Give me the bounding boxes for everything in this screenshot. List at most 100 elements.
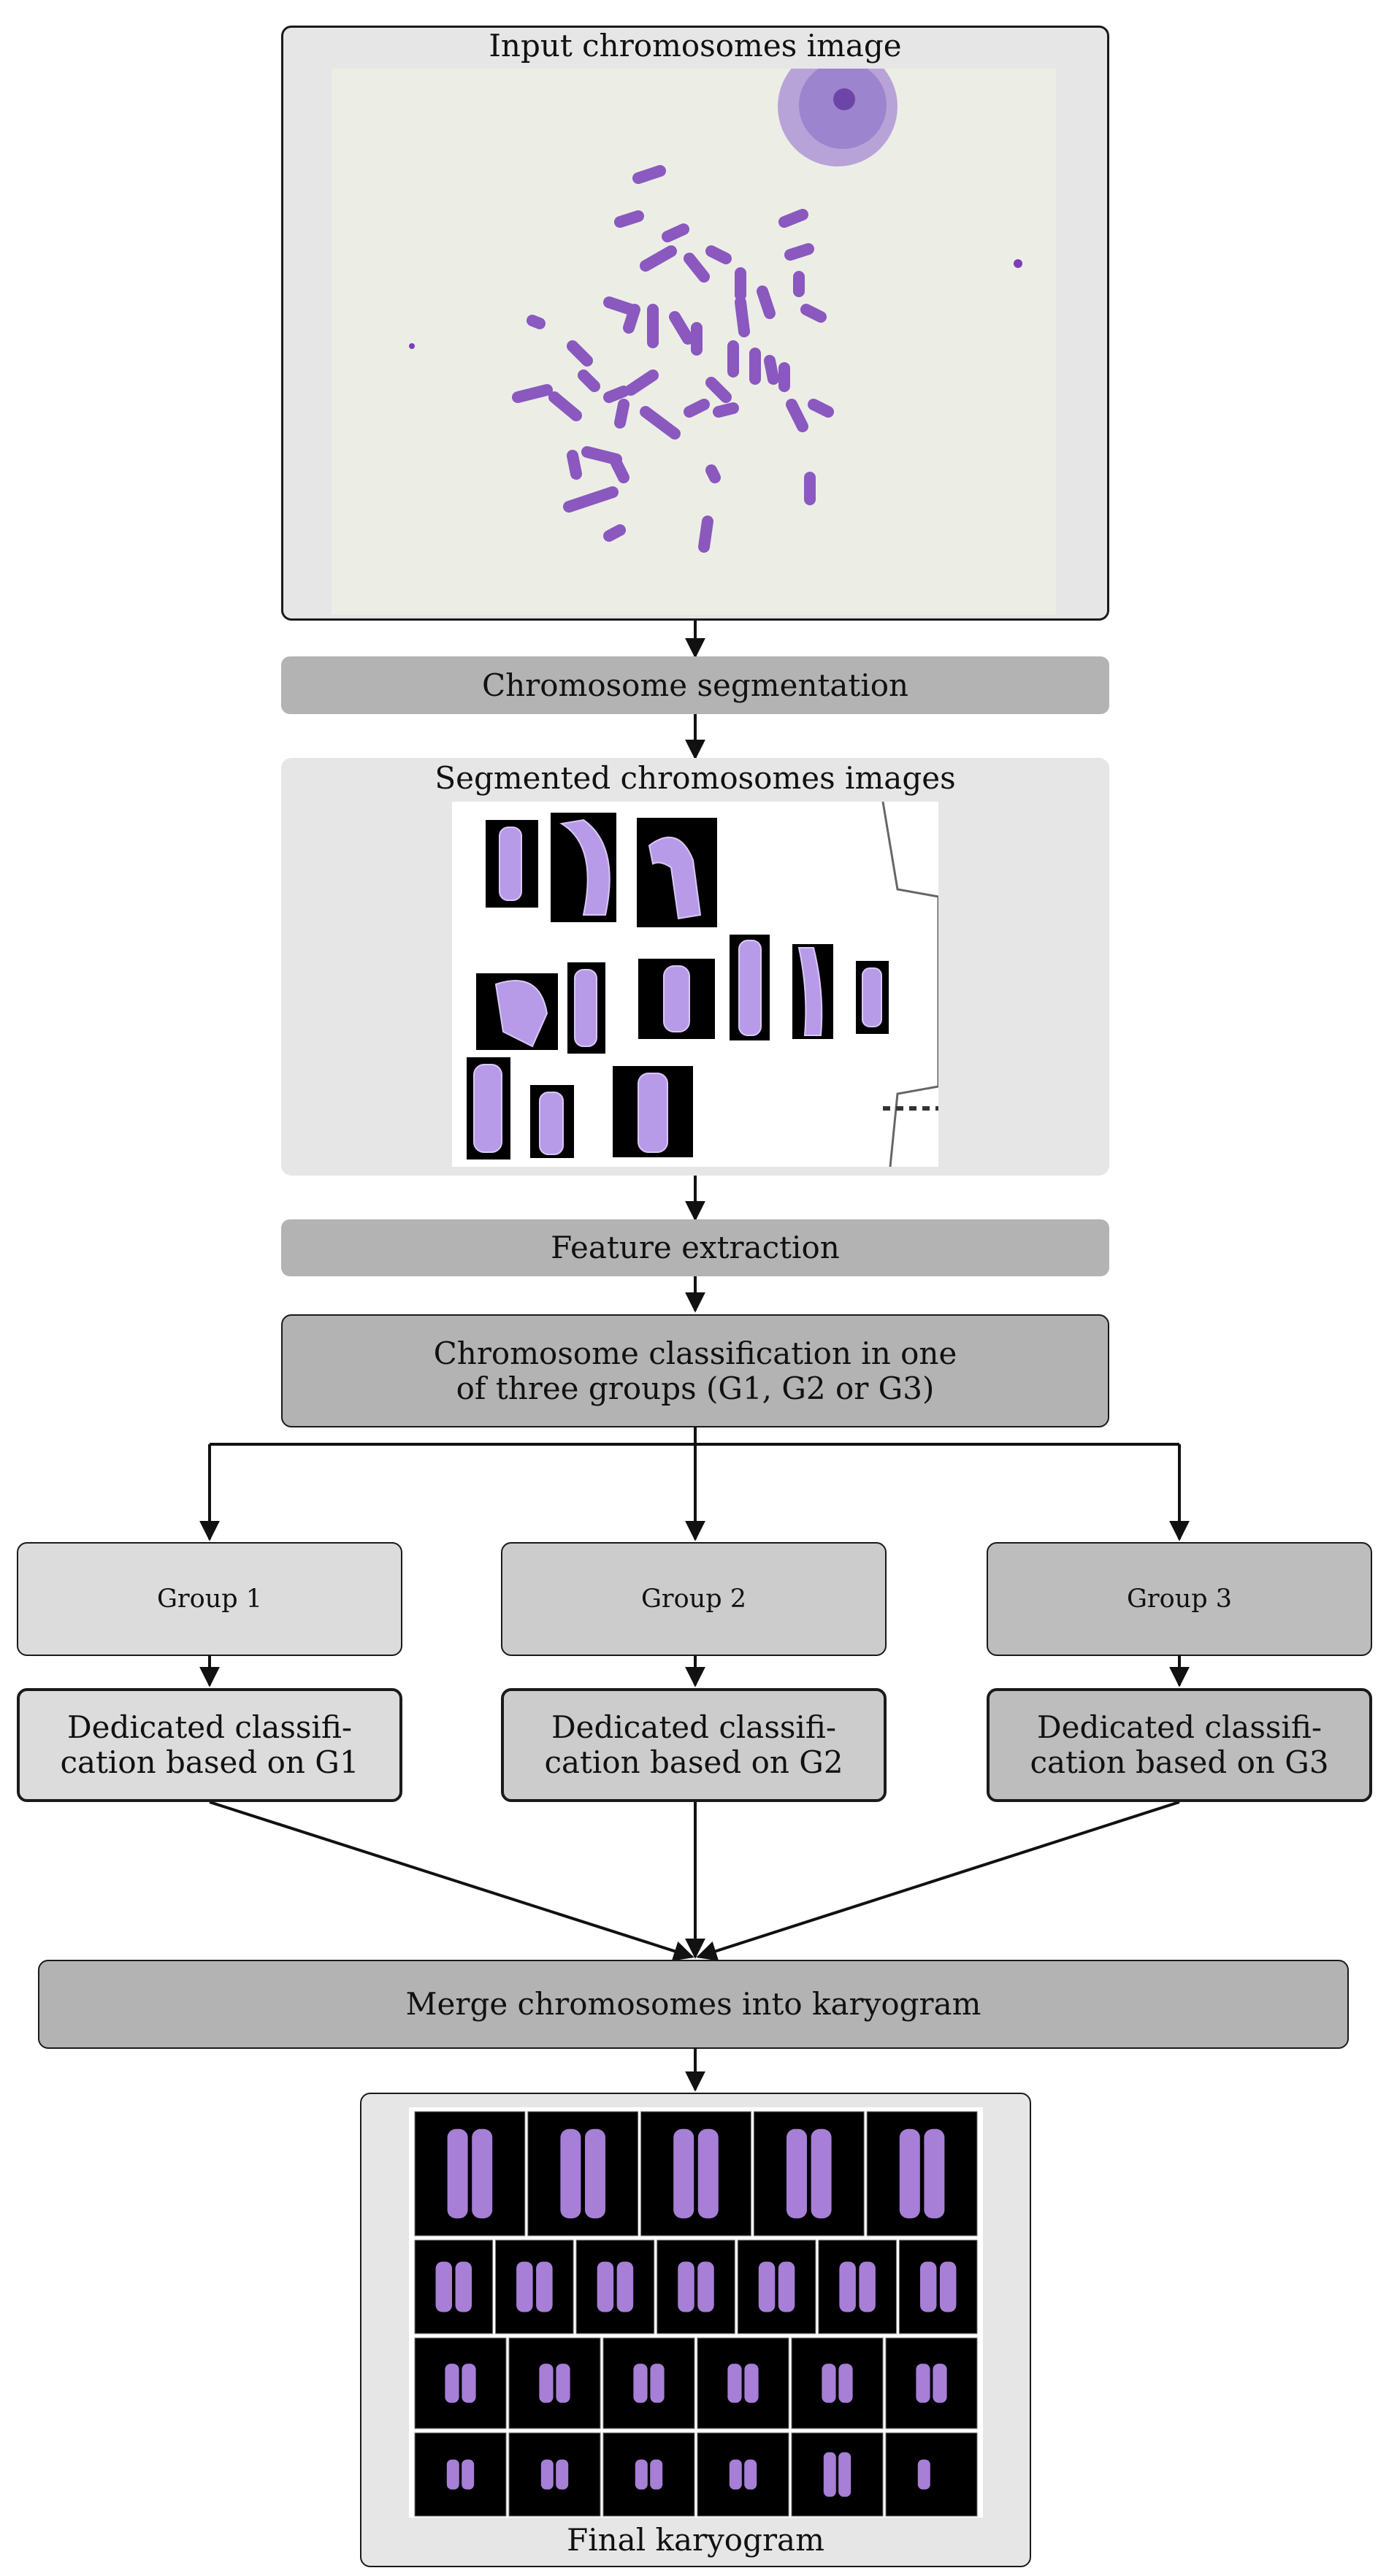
segmented-images-panel: Segmented chromosomes images: [281, 758, 1109, 1176]
karyogram-chromosome: [635, 2459, 648, 2490]
classification-label-line2: of three groups (G1, G2 or G3): [456, 1370, 935, 1406]
karyogram-chromosome: [462, 2459, 475, 2490]
group-3-box: Group 3: [987, 1542, 1372, 1656]
dedicated-g3-line1: Dedicated classifi-: [1036, 1709, 1323, 1745]
karyogram-chromosome: [536, 2261, 553, 2312]
segmentation-step: Chromosome segmentation: [281, 656, 1109, 714]
karyogram-chromosome: [697, 2261, 714, 2312]
karyogram-chromosome: [924, 2128, 945, 2219]
classification-step: Chromosome classification in one of thre…: [281, 1314, 1109, 1427]
dedicated-g2-line2: cation based on G2: [544, 1744, 843, 1780]
group-2-label: Group 2: [640, 1584, 747, 1614]
segmented-images-title: Segmented chromosomes images: [435, 760, 956, 796]
chromosome-spread: [512, 165, 834, 553]
karyogram-chromosome: [838, 2452, 851, 2497]
karyogram-tile: [414, 2239, 494, 2334]
karyogram-chromosome: [697, 2128, 719, 2219]
karyogram-chromosome: [933, 2364, 947, 2403]
karyogram-chromosome: [446, 2459, 459, 2490]
karyogram-tile: [495, 2239, 574, 2334]
dedicated-classification-g2: Dedicated classifi- cation based on G2: [501, 1688, 887, 1802]
karyogram-chromosome: [859, 2261, 876, 2312]
classification-label-line1: Chromosome classification in one: [433, 1335, 957, 1371]
karyogram-chromosome: [516, 2261, 533, 2312]
dedicated-classification-g3: Dedicated classifi- cation based on G3: [987, 1688, 1372, 1802]
karyogram-chromosome: [758, 2261, 776, 2312]
arrow-dedicated1-to-merge: [209, 1801, 694, 1961]
segmentation-label: Chromosome segmentation: [481, 667, 909, 703]
karyogram-chromosome: [744, 2459, 757, 2490]
karyogram-chromosome: [556, 2459, 569, 2490]
karyogram-chromosome: [556, 2364, 570, 2403]
arrow-dedicated3-to-merge: [696, 1801, 1180, 1961]
feature-extraction-step: Feature extraction: [281, 1219, 1109, 1276]
karyogram-tile: [737, 2239, 816, 2334]
karyogram-chromosome: [823, 2452, 836, 2497]
karyogram-chromosome: [678, 2261, 694, 2312]
karyogram-chromosome: [540, 2459, 554, 2490]
karyogram-chromosome: [650, 2364, 665, 2403]
karyogram-tile: [414, 2432, 507, 2517]
karyogram-chromosome: [650, 2459, 663, 2490]
karyogram-chromosome: [727, 2364, 742, 2403]
karyogram-chromosome: [462, 2364, 476, 2403]
karyogram-image: [409, 2107, 983, 2518]
group-3-label: Group 3: [1126, 1584, 1233, 1614]
group-1-label: Group 1: [156, 1584, 263, 1614]
karyogram-tile: [414, 2111, 526, 2236]
dedicated-g1-line1: Dedicated classifi-: [66, 1709, 353, 1745]
karyogram-chromosome: [939, 2261, 957, 2312]
karyogram-chromosome: [585, 2128, 605, 2219]
karyogram-chromosome: [673, 2128, 694, 2219]
karyogram-chromosome: [539, 2364, 554, 2403]
karyogram-tile: [866, 2111, 978, 2236]
karyogram-tile: [697, 2337, 789, 2429]
input-image-title: Input chromosomes image: [489, 28, 902, 64]
karyogram-chromosome: [597, 2261, 614, 2312]
dedicated-g2-line1: Dedicated classifi-: [551, 1709, 837, 1745]
karyogram-tile: [753, 2111, 865, 2236]
karyogram-chromosome: [633, 2364, 648, 2403]
merge-label: Merge chromosomes into karyogram: [405, 1986, 981, 2022]
karyogram-chromosome: [472, 2128, 493, 2219]
dedicated-g1-line2: cation based on G1: [60, 1744, 359, 1780]
karyogram-chromosome: [455, 2261, 472, 2312]
metaphase-spread-image: [332, 69, 1056, 615]
karyogram-tile: [414, 2337, 507, 2429]
karyogram-chromosome: [729, 2459, 742, 2490]
karyogram-tile: [640, 2111, 751, 2236]
merge-step: Merge chromosomes into karyogram: [38, 1960, 1349, 2049]
karyogram-chromosome: [822, 2364, 836, 2403]
karyogram-chromosome: [786, 2128, 807, 2219]
karyogram-chromosome: [447, 2128, 468, 2219]
group-2-box: Group 2: [501, 1542, 887, 1656]
karyogram-chromosome: [560, 2128, 581, 2219]
karyogram-tile: [602, 2432, 695, 2517]
segmented-chromosome-tiles: [452, 802, 938, 1167]
karyogram-chromosome: [616, 2261, 634, 2312]
dedicated-g3-line2: cation based on G3: [1030, 1744, 1329, 1780]
karyogram-tile: [657, 2239, 735, 2334]
feature-extraction-label: Feature extraction: [551, 1230, 840, 1265]
karyogram-chromosome: [839, 2261, 856, 2312]
karyogram-chromosome: [778, 2261, 795, 2312]
karyogram-tile: [791, 2432, 884, 2517]
karyogram-tile: [508, 2337, 601, 2429]
karyogram-chromosome: [744, 2364, 759, 2403]
karyogram-chromosome: [838, 2364, 853, 2403]
karyogram-chromosome: [811, 2128, 832, 2219]
input-image-panel: Input chromosomes image: [281, 26, 1109, 621]
karyogram-tile: [527, 2111, 639, 2236]
karyogram-chromosome: [919, 2261, 937, 2312]
karyogram-tile: [697, 2432, 789, 2517]
karyogram-chromosome: [899, 2128, 920, 2219]
dedicated-classification-g1: Dedicated classifi- cation based on G1: [17, 1688, 402, 1802]
karyogram-tile: [898, 2239, 978, 2334]
karyogram-tile: [508, 2432, 601, 2517]
karyogram-chromosome: [435, 2261, 453, 2312]
karyogram-chromosome: [445, 2364, 459, 2403]
karyogram-tile: [818, 2239, 897, 2334]
group-1-box: Group 1: [17, 1542, 402, 1656]
karyogram-tile: [575, 2239, 655, 2334]
